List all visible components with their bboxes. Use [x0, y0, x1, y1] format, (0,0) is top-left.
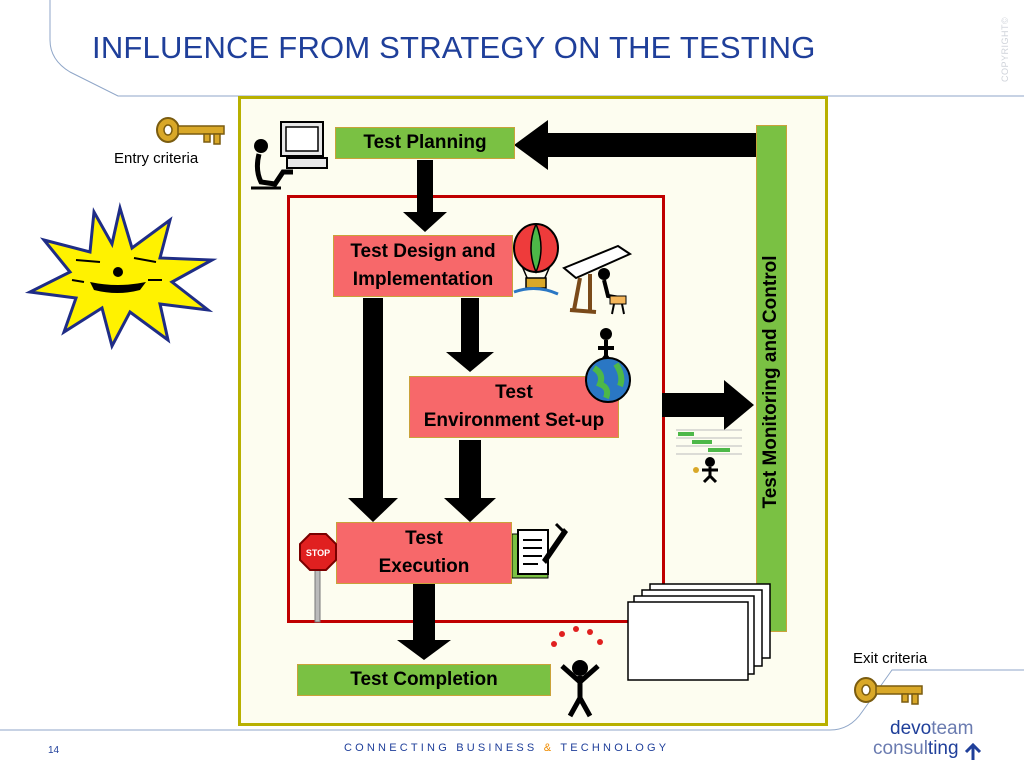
explosion-icon — [24, 202, 218, 350]
tagline-ampersand: & — [543, 742, 555, 754]
exit-criteria-label: Exit criteria — [853, 650, 928, 667]
test-completion-label: Test Completion — [350, 669, 498, 690]
gantt-chart-icon — [676, 429, 742, 484]
arrow-env-to-execution — [444, 440, 496, 522]
test-environment-line1: Test — [495, 382, 533, 403]
arrow-design-to-env — [446, 298, 494, 372]
globe-person-icon — [585, 328, 631, 403]
arrow-design-to-execution — [348, 298, 398, 522]
slide-title: INFLUENCE FROM STRATEGY ON THE TESTING — [92, 30, 816, 65]
test-planning-box: Test Planning — [335, 127, 515, 159]
arrow-execution-to-completion — [397, 584, 451, 660]
test-completion-box: Test Completion — [297, 664, 551, 696]
juggler-icon — [551, 626, 603, 718]
footer-tagline: CONNECTING BUSINESS & TECHNOLOGY — [344, 742, 669, 754]
test-execution-line2: Execution — [378, 556, 470, 577]
test-design-line1: Test Design and — [350, 241, 496, 262]
arrow-monitor-to-planning — [514, 120, 756, 170]
document-stack-icon — [627, 583, 771, 681]
hot-air-balloon-icon — [513, 223, 559, 296]
key-icon — [854, 677, 923, 705]
document-pen-icon — [512, 522, 568, 579]
test-design-box: Test Design and Implementation — [333, 235, 513, 297]
monitoring-control-bar — [756, 125, 787, 632]
logo-word-consul: consul — [873, 738, 928, 759]
test-environment-line2: Environment Set-up — [423, 410, 605, 431]
arrow-to-monitoring — [662, 380, 754, 430]
company-logo-line2: consulting — [873, 738, 959, 760]
key-icon — [156, 117, 225, 145]
test-planning-label: Test Planning — [363, 132, 487, 153]
tagline-part1: CONNECTING BUSINESS — [344, 742, 538, 754]
test-execution-line1: Test — [405, 528, 443, 549]
logo-word-devo: devo — [890, 718, 932, 739]
test-execution-box: Test Execution — [336, 522, 512, 584]
test-design-line2: Implementation — [352, 269, 494, 290]
stop-sign-text: STOP — [306, 548, 330, 558]
computer-user-icon — [251, 121, 328, 190]
test-environment-box: Test Environment Set-up — [409, 376, 619, 438]
page-number: 14 — [48, 745, 60, 756]
tagline-part2: TECHNOLOGY — [560, 742, 670, 754]
logo-word-ting: ting — [927, 738, 959, 759]
entry-criteria-label: Entry criteria — [114, 150, 199, 167]
drafting-table-icon — [562, 244, 633, 315]
logo-arrow-icon — [964, 742, 982, 760]
stop-sign-icon: STOP — [299, 533, 337, 623]
logo-word-team: team — [931, 718, 974, 739]
company-logo-line1: devoteam — [890, 718, 973, 740]
arrow-planning-to-design — [403, 160, 447, 232]
